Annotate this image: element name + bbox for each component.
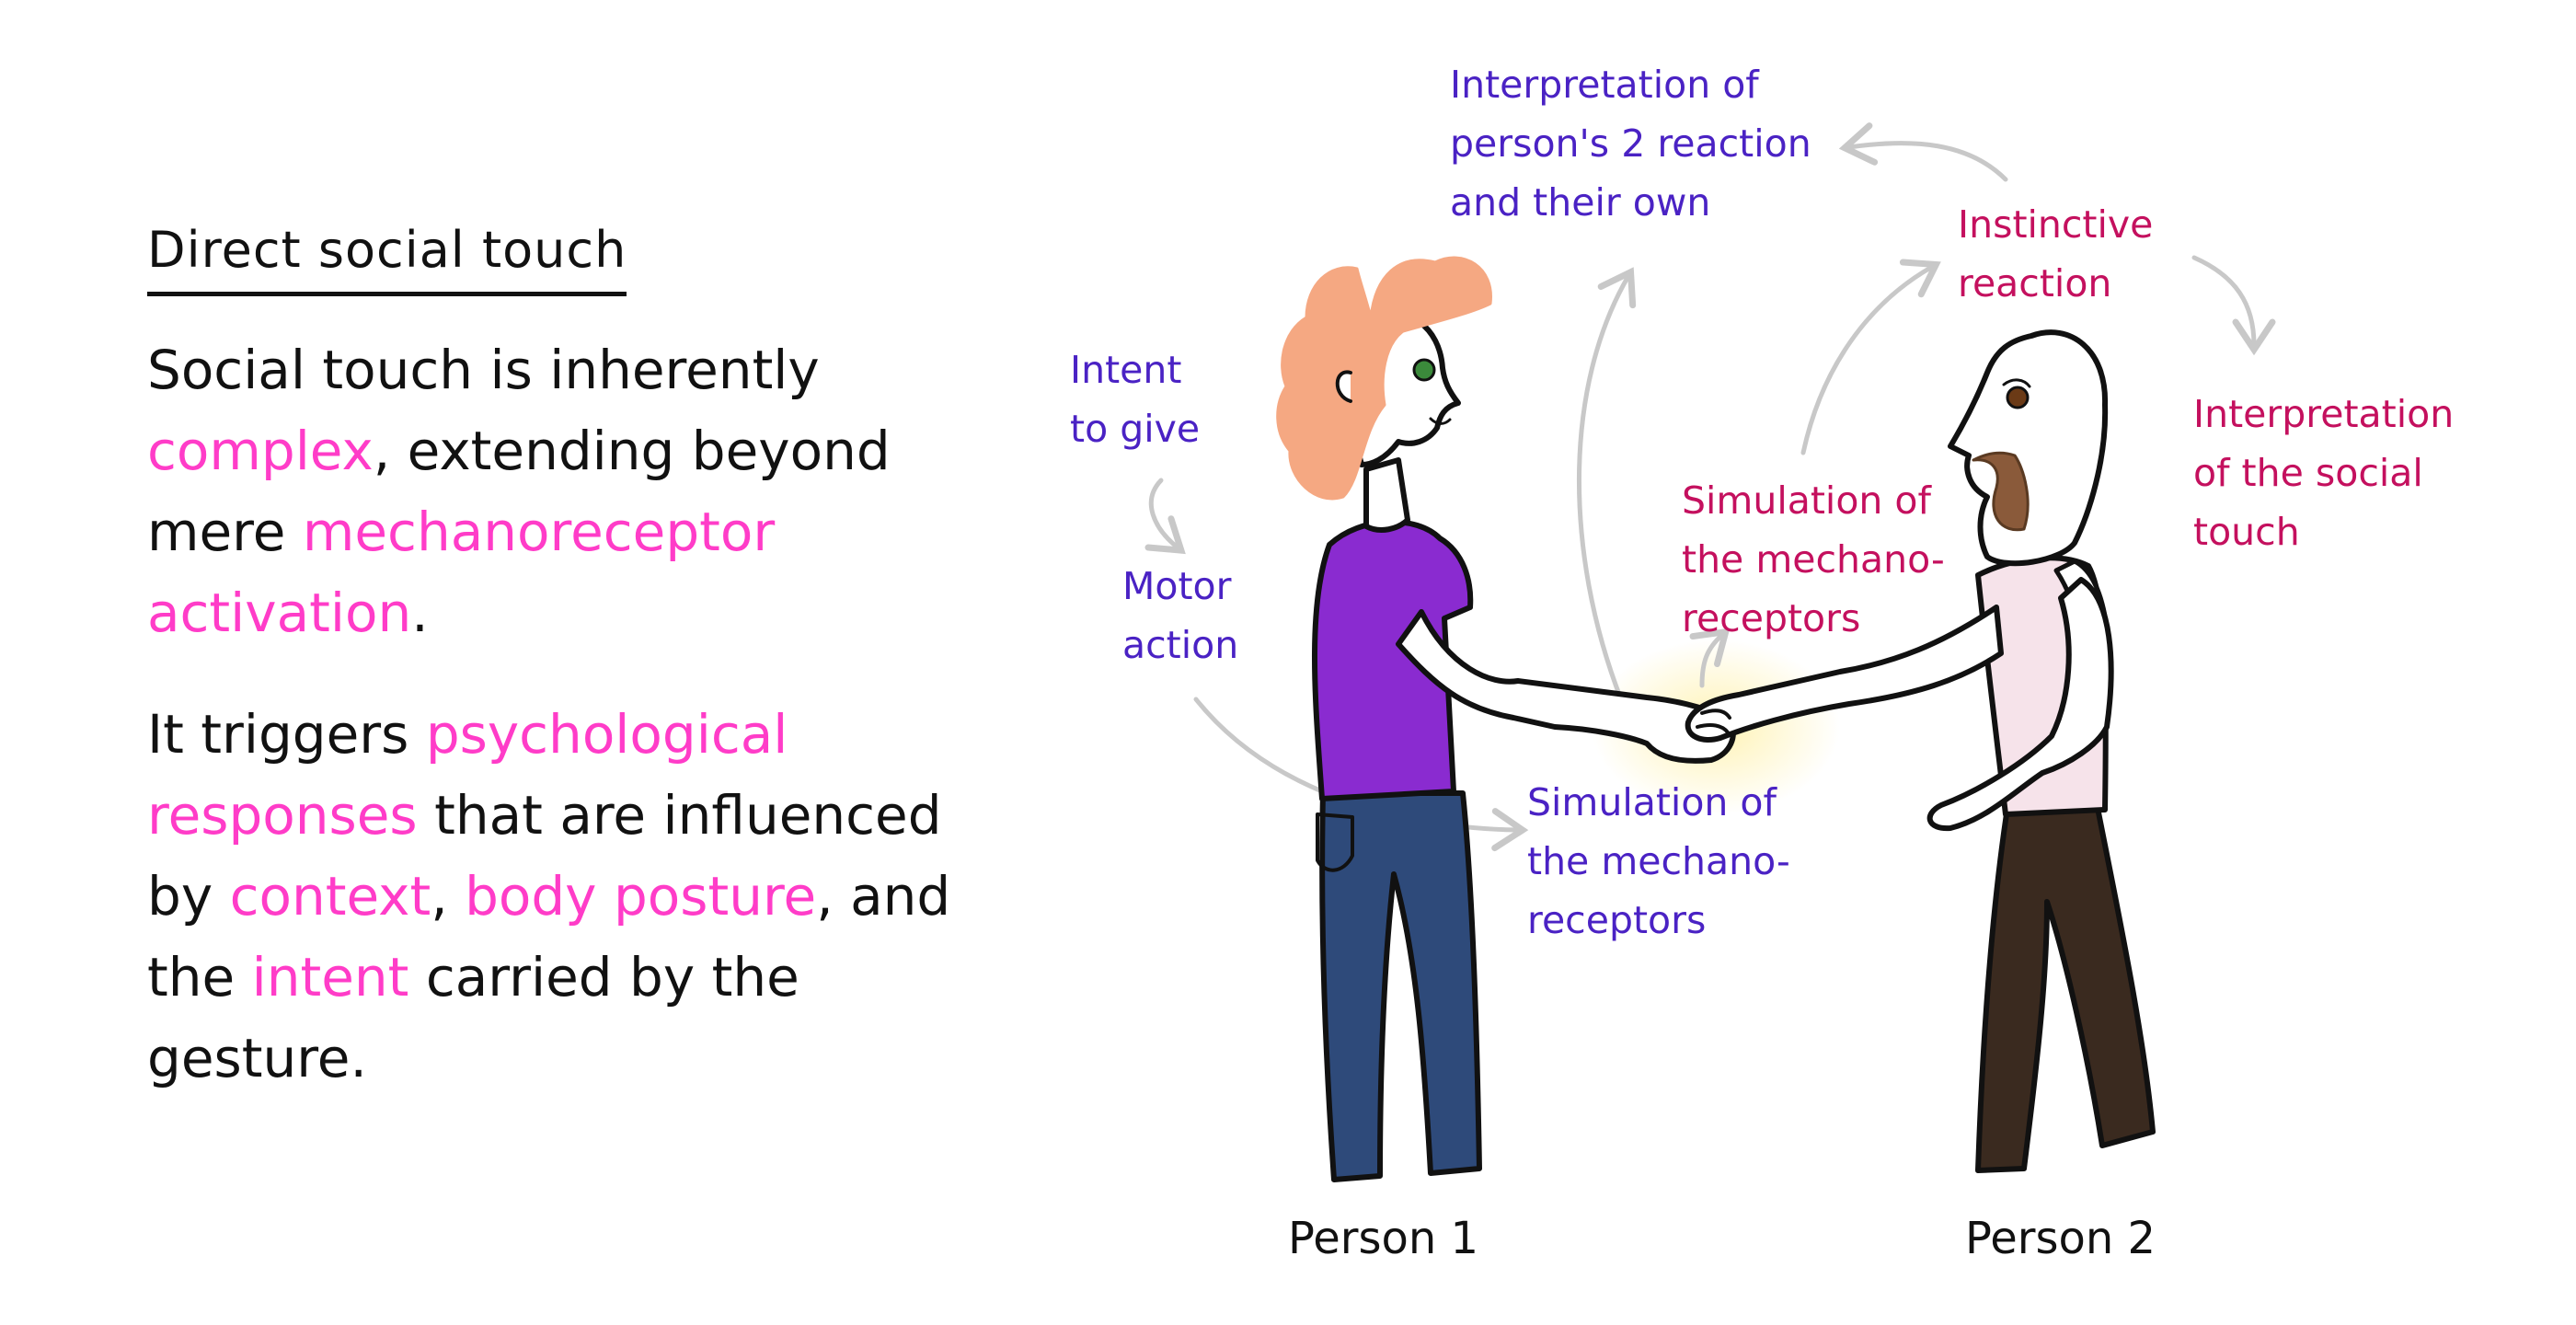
paragraph-2-text: that are influenced by [147,784,942,928]
person-2-figure [1685,329,2156,1173]
label-interpretation-of-social-touch: Interpretation of the social touch [2193,392,2455,554]
highlight-psychological-responses: psychological responses [147,703,788,847]
paragraph-1-text: , extending beyond mere [147,420,891,563]
person-1-hair [1276,256,1492,501]
paragraph-2-text: It triggers [147,703,426,766]
arrow-touch-to-interpretation-own [1576,267,1637,702]
paragraph-1-text: Social touch is inherently [147,339,820,401]
person-1-arm [1396,609,1736,764]
highlight-context: context [229,865,431,928]
person-1-eye [1412,358,1436,382]
person-2-beard [1972,451,2030,532]
highlight-mechanoreceptor-activation: mechanoreceptor activation [147,501,776,644]
arrow-intent-to-motor [1144,478,1186,555]
label-simulation-mechanoreceptors-person-2: Simulation of the mechano- receptors [1682,478,1945,640]
person-2-eye [2006,386,2030,409]
arrow-simulation-2-to-instinctive [1800,259,1941,455]
paragraph-1-text: . [411,582,429,644]
label-intent-to-give: Intent to give [1070,348,1201,451]
highlight-intent: intent [251,946,409,1008]
arrow-touch-to-simulation-2 [1689,628,1731,688]
label-motor-action: Motor action [1122,564,1239,667]
label-instinctive-reaction: Instinctive reaction [1958,202,2154,305]
paragraph-2: It triggers psychological responses that… [147,694,975,1099]
person-1-jeans [1319,790,1482,1182]
person-1-figure [1276,256,1736,1182]
person-2-caption: Person 2 [1965,1213,2156,1264]
paragraph-2-text: carried by the gesture. [147,946,799,1089]
arrow-instinctive-to-interpretation-social [2191,255,2276,356]
person-2-head [1948,329,2109,567]
person-2-front-arm [1685,605,2004,743]
explanation-panel: Direct social touch Social touch is inhe… [147,221,975,1139]
person-2-trousers [1975,805,2156,1173]
paragraph-2-text: , and the [147,865,951,1008]
arrow-instinctive-to-interpretation-own [1838,122,2008,182]
highlight-complex: complex [147,420,374,482]
highlight-body-posture: body posture [465,865,817,928]
paragraph-1: Social touch is inherently complex, exte… [147,329,975,653]
person-2-back-arm [1926,577,2114,832]
panel-heading: Direct social touch [147,221,627,296]
paragraph-2-text: , [431,865,466,928]
label-simulation-mechanoreceptors-person-1: Simulation of the mechano- receptors [1527,780,1790,942]
label-interpretation-of-reaction: Interpretation of person's 2 reaction an… [1450,63,1811,225]
person-1-caption: Person 1 [1288,1213,1479,1264]
